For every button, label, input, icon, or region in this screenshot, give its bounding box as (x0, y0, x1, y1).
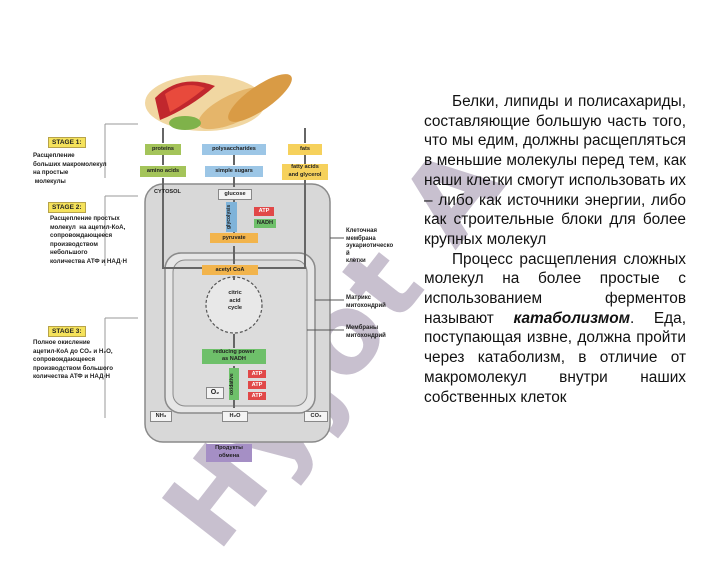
waste-products-node: Продукты обмена (206, 444, 252, 462)
stage3-description: Полное окисление ацетил-КоА до CO₂ и H₂O… (33, 339, 114, 380)
mito-membranes-label: Мембраны митохондрий (346, 325, 386, 339)
fats-node: fats (288, 144, 322, 155)
atp-oxidative-1: ATP (248, 370, 266, 378)
acetyl-coa-node: acetyl CoA (202, 265, 258, 275)
oxidative-label: oxidative (229, 368, 239, 400)
cell-membrane-label: Клеточная мембрана эукариотическо й клет… (346, 228, 394, 264)
main-text: Белки, липиды и полисахариды, составляющ… (424, 92, 686, 407)
atp-oxidative-2: ATP (248, 381, 266, 389)
cytosol-label: CYTOSOL (154, 189, 181, 195)
paragraph-1: Белки, липиды и полисахариды, составляющ… (424, 93, 686, 248)
co2-node: CO₂ (304, 411, 328, 422)
catabolism-diagram: STAGE 1: Расщепление больших макромолеку… (30, 68, 400, 468)
simple-sugars-node: simple sugars (205, 166, 263, 177)
reducing-power-node: reducing power as NADH (202, 349, 266, 364)
citric-acid-cycle-label: citric acid cycle (228, 290, 242, 311)
paragraph-2-start: Процесс расщепления сложных молекул на б… (424, 250, 686, 327)
polysaccharides-node: polysaccharides (202, 144, 266, 155)
glucose-node: glucose (218, 189, 252, 200)
stage2-label: STAGE 2: (48, 202, 86, 213)
atp-oxidative-3: ATP (248, 392, 266, 400)
pyruvate-node: pyruvate (210, 233, 258, 243)
mito-matrix-label: Матрикс митохондрий (346, 295, 386, 309)
atp-glycolysis: ATP (254, 207, 274, 216)
amino-acids-node: amino acids (140, 166, 186, 177)
stage2-description: Расщепление простых молекул на ацетил-Ко… (50, 215, 128, 265)
stage1-description: Расщепление больших макромолекул на прос… (33, 152, 107, 185)
proteins-node: proteins (145, 144, 181, 155)
nh3-node: NH₃ (150, 411, 172, 422)
h2o-node: H₂O (222, 411, 248, 422)
diagram-shapes (104, 74, 344, 456)
o2-node: O₂ (206, 387, 224, 399)
paragraph-2: Процесс расщепления сложных молекул на б… (424, 250, 686, 408)
stage3-label: STAGE 3: (48, 326, 86, 337)
paragraph-2-end: . Еда, поступающая извне, должна пройти … (424, 309, 686, 406)
fatty-acids-node: fatty acids and glycerol (282, 164, 328, 180)
catabolism-term: катаболизмом (513, 309, 630, 327)
stage1-label: STAGE 1: (48, 137, 86, 148)
glycolysis-label: glycolysis (226, 202, 237, 232)
nadh-glycolysis: NADH (254, 219, 276, 228)
food-image (145, 74, 292, 131)
